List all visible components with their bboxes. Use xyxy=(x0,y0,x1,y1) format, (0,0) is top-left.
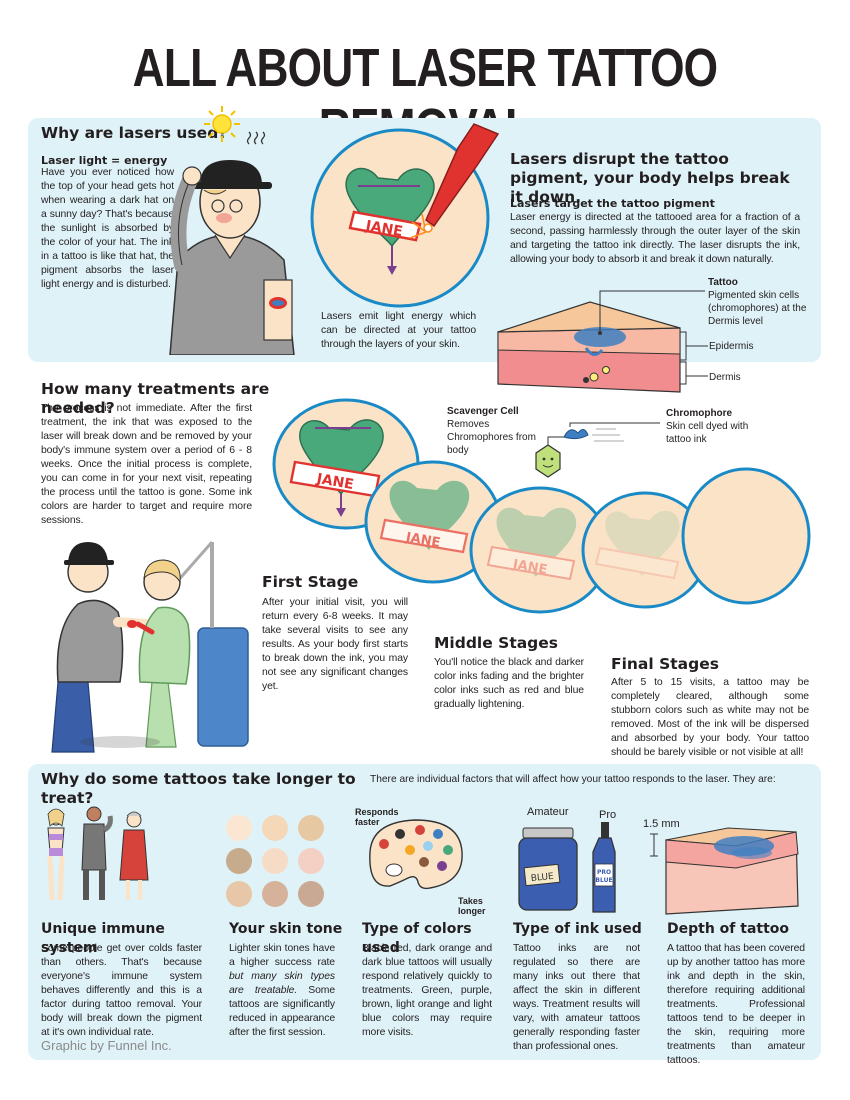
tattoo-stage-4 xyxy=(581,491,709,609)
skin-layer-diagram xyxy=(497,301,681,393)
epidermis-label: Epidermis xyxy=(709,341,754,352)
tattoo-stage-3: JANE xyxy=(469,486,611,614)
graphic-credit: Graphic by Funnel Inc. xyxy=(41,1038,172,1053)
treatments-text: The process is not immediate. After the … xyxy=(41,403,252,526)
laser-caption: Lasers emit light energy which can be di… xyxy=(321,311,476,350)
skin-tone-text-emphasis: but many skin types are treatable. xyxy=(229,971,335,996)
skin-tone-swatch xyxy=(262,848,288,874)
skin-tone-text-b: Some tattoos are significantly reduced i… xyxy=(229,985,336,1038)
skin-tone-title: Your skin tone xyxy=(229,921,343,937)
man-with-hat-illustration xyxy=(169,160,295,355)
disrupt-subheading: Lasers target the tattoo pigment xyxy=(510,197,715,210)
tattoo-label-title: Tattoo xyxy=(708,277,738,288)
skin-tone-swatches xyxy=(226,815,336,910)
depth-measure-label: 1.5 mm xyxy=(643,818,680,830)
tattoo-removal-treatment-illustration xyxy=(51,541,249,753)
middle-stages-text: You'll notice the black and darker color… xyxy=(434,657,584,710)
paint-palette-illustration xyxy=(369,819,463,890)
laser-on-tattoo-illustration: JANE xyxy=(310,123,500,308)
skin-tone-text: Lighter skin tones have a higher success… xyxy=(229,942,335,1040)
colors-text: Black, red, dark orange and dark blue ta… xyxy=(362,943,492,1038)
skin-tone-swatch xyxy=(262,881,288,907)
tattoo-label-desc: Pigmented skin cells (chromophores) at t… xyxy=(708,290,807,327)
skin-tone-swatch xyxy=(298,848,324,874)
skin-tone-text-a: Lighter skin tones have a higher success… xyxy=(229,943,335,968)
skin-tone-swatch xyxy=(226,815,252,841)
laser-light-text: Have you ever noticed how the top of you… xyxy=(41,167,174,290)
heat-wave-icon xyxy=(246,131,266,145)
bottle-label-line-2: BLUE xyxy=(595,877,612,884)
tattoo-name-label: JANE xyxy=(363,218,404,240)
final-stages-text: After 5 to 15 visits, a tattoo may be co… xyxy=(611,677,809,758)
depth-text: A tattoo that has been covered up by ano… xyxy=(667,943,805,1066)
depth-title: Depth of tattoo xyxy=(667,921,790,937)
why-lasers-heading: Why are lasers used? xyxy=(41,124,228,142)
takes-longer-label: Takes longer xyxy=(458,896,486,916)
stage-1-tattoo-name: JANE xyxy=(314,471,355,493)
bottle-label-line-1: PRO xyxy=(597,869,611,876)
disrupt-heading: Lasers disrupt the tattoo pigment, your … xyxy=(510,150,790,206)
jar-label: BLUE xyxy=(530,872,554,884)
middle-stages-heading: Middle Stages xyxy=(434,634,559,652)
dermis-label: Dermis xyxy=(709,372,741,383)
scavenger-desc: Removes Chromophores from body xyxy=(447,419,536,456)
ink-text: Tattoo inks are not regulated so there a… xyxy=(513,943,640,1052)
chromophore-desc: Skin cell dyed with tattoo ink xyxy=(666,421,749,445)
final-stages-heading: Final Stages xyxy=(611,655,719,673)
first-stage-heading: First Stage xyxy=(262,573,359,591)
factors-intro: There are individual factors that will a… xyxy=(370,774,776,785)
scavenger-title: Scavenger Cell xyxy=(447,406,519,417)
layer-brackets xyxy=(680,331,708,385)
laser-light-subheading: Laser light = energy xyxy=(41,154,168,167)
immune-title: Unique immune system xyxy=(41,921,165,956)
tattoo-stage-5 xyxy=(681,467,811,605)
ink-jar-and-bottle-illustration: BLUE PRO BLUE xyxy=(518,822,616,913)
diverse-people-illustration xyxy=(47,806,149,901)
treatments-heading: How many treatments are needed? xyxy=(41,380,270,417)
pro-label: Pro xyxy=(599,809,617,821)
ink-title: Type of ink used xyxy=(513,921,642,937)
stage-2-tattoo-name: JANE xyxy=(404,530,442,551)
skin-tone-swatch xyxy=(226,848,252,874)
skin-tone-swatch xyxy=(226,881,252,907)
skin-tone-swatch xyxy=(298,881,324,907)
factors-heading: Why do some tattoos take longer to treat… xyxy=(41,770,356,807)
colors-title: Type of colors used xyxy=(362,921,472,956)
stage-3-tattoo-name: JANE xyxy=(511,557,549,578)
skin-tone-swatch xyxy=(298,815,324,841)
first-stage-text: After your initial visit, you will retur… xyxy=(262,597,408,692)
tattoo-pointer-line xyxy=(598,290,705,335)
chromophore-title: Chromophore xyxy=(666,408,733,419)
tattoo-stage-2: JANE xyxy=(364,460,502,584)
disrupt-text: Laser energy is directed at the tattooed… xyxy=(510,212,800,265)
skin-depth-block-illustration xyxy=(650,827,799,915)
immune-text: Some people get over colds faster than o… xyxy=(41,943,202,1038)
scavenger-cell-icon xyxy=(535,422,660,478)
amateur-label: Amateur xyxy=(527,806,569,818)
responds-faster-label: Responds faster xyxy=(355,807,399,827)
skin-tone-swatch xyxy=(262,815,288,841)
sun-icon xyxy=(204,106,240,142)
